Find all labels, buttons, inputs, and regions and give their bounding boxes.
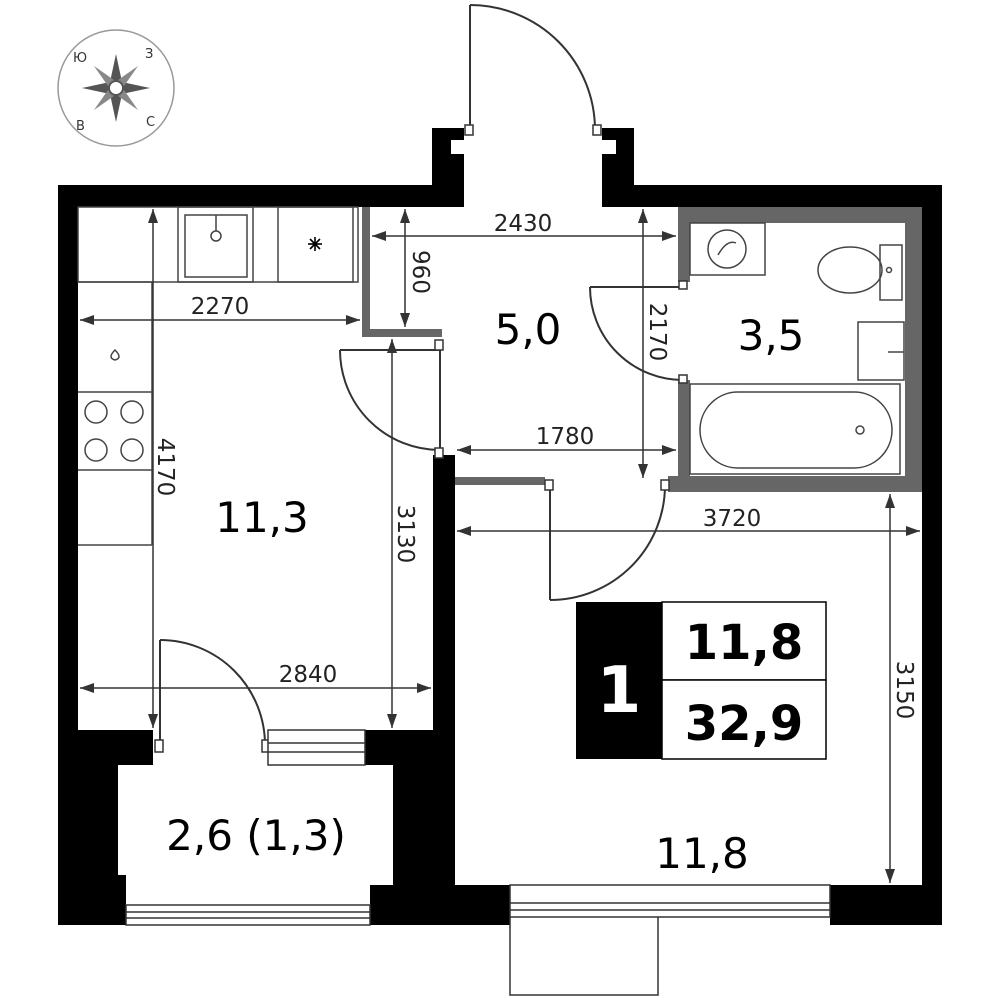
- room-area-hall: 5,0: [495, 305, 562, 354]
- compass-rose-icon: [82, 54, 150, 122]
- dim-kitchen-bottom-width: 2840: [279, 662, 338, 688]
- compass-letter-east: В: [76, 119, 85, 134]
- dim-hall-depth: 960: [407, 250, 433, 294]
- balcony-window: [125, 904, 371, 926]
- dim-kitchen-length: 4170: [152, 438, 178, 497]
- stove: [84, 400, 144, 462]
- compass: Ю З В С: [57, 29, 175, 147]
- washing-machine: [689, 222, 766, 276]
- dim-hall-width: 2430: [494, 211, 553, 237]
- dim-corridor-width: 1780: [536, 424, 595, 450]
- interior-partitions: [362, 207, 922, 492]
- badge-total-area: 32,9: [685, 696, 803, 752]
- entrance-door: [464, 4, 602, 136]
- water-drop-icon: [110, 348, 120, 361]
- summary-badge: 1 11,8 32,9: [576, 601, 827, 760]
- balcony-door: [154, 639, 366, 766]
- badge-living-area: 11,8: [685, 615, 803, 671]
- dim-kitchen-height: 3130: [392, 505, 418, 564]
- bathroom-sink: [857, 321, 905, 381]
- compass-circle: [57, 29, 175, 147]
- compass-letter-north: С: [146, 115, 155, 130]
- badge-rooms-count: 1: [597, 654, 642, 728]
- bathroom-fixtures: [689, 222, 905, 475]
- compass-letter-west: З: [145, 47, 153, 62]
- badge-rooms-box: [576, 602, 662, 759]
- compass-letter-south: Ю: [73, 51, 87, 66]
- fridge: [277, 206, 354, 283]
- bathroom-door: [589, 280, 688, 384]
- outer-walls: [58, 128, 942, 925]
- kitchen-furniture: [77, 206, 359, 546]
- room-door: [544, 479, 670, 601]
- room-area-bathroom: 3,5: [738, 311, 805, 360]
- bathtub: [689, 383, 901, 475]
- asterisk-icon: [308, 237, 322, 251]
- badge-living-box: [661, 601, 827, 681]
- badge-total-box: [661, 679, 827, 760]
- dimension-lines: [80, 209, 920, 883]
- dim-room-height: 3150: [891, 661, 917, 720]
- dim-bath-height: 2170: [644, 303, 670, 362]
- room-area-living: 11,8: [655, 829, 749, 878]
- room-window: [509, 884, 831, 996]
- room-area-kitchen: 11,3: [215, 493, 309, 542]
- room-area-balcony: 2,6 (1,3): [166, 811, 346, 860]
- dim-room-width: 3720: [703, 506, 762, 532]
- dim-kitchen-width: 2270: [191, 294, 250, 320]
- kitchen-sink: [177, 206, 254, 283]
- toilet: [817, 244, 903, 301]
